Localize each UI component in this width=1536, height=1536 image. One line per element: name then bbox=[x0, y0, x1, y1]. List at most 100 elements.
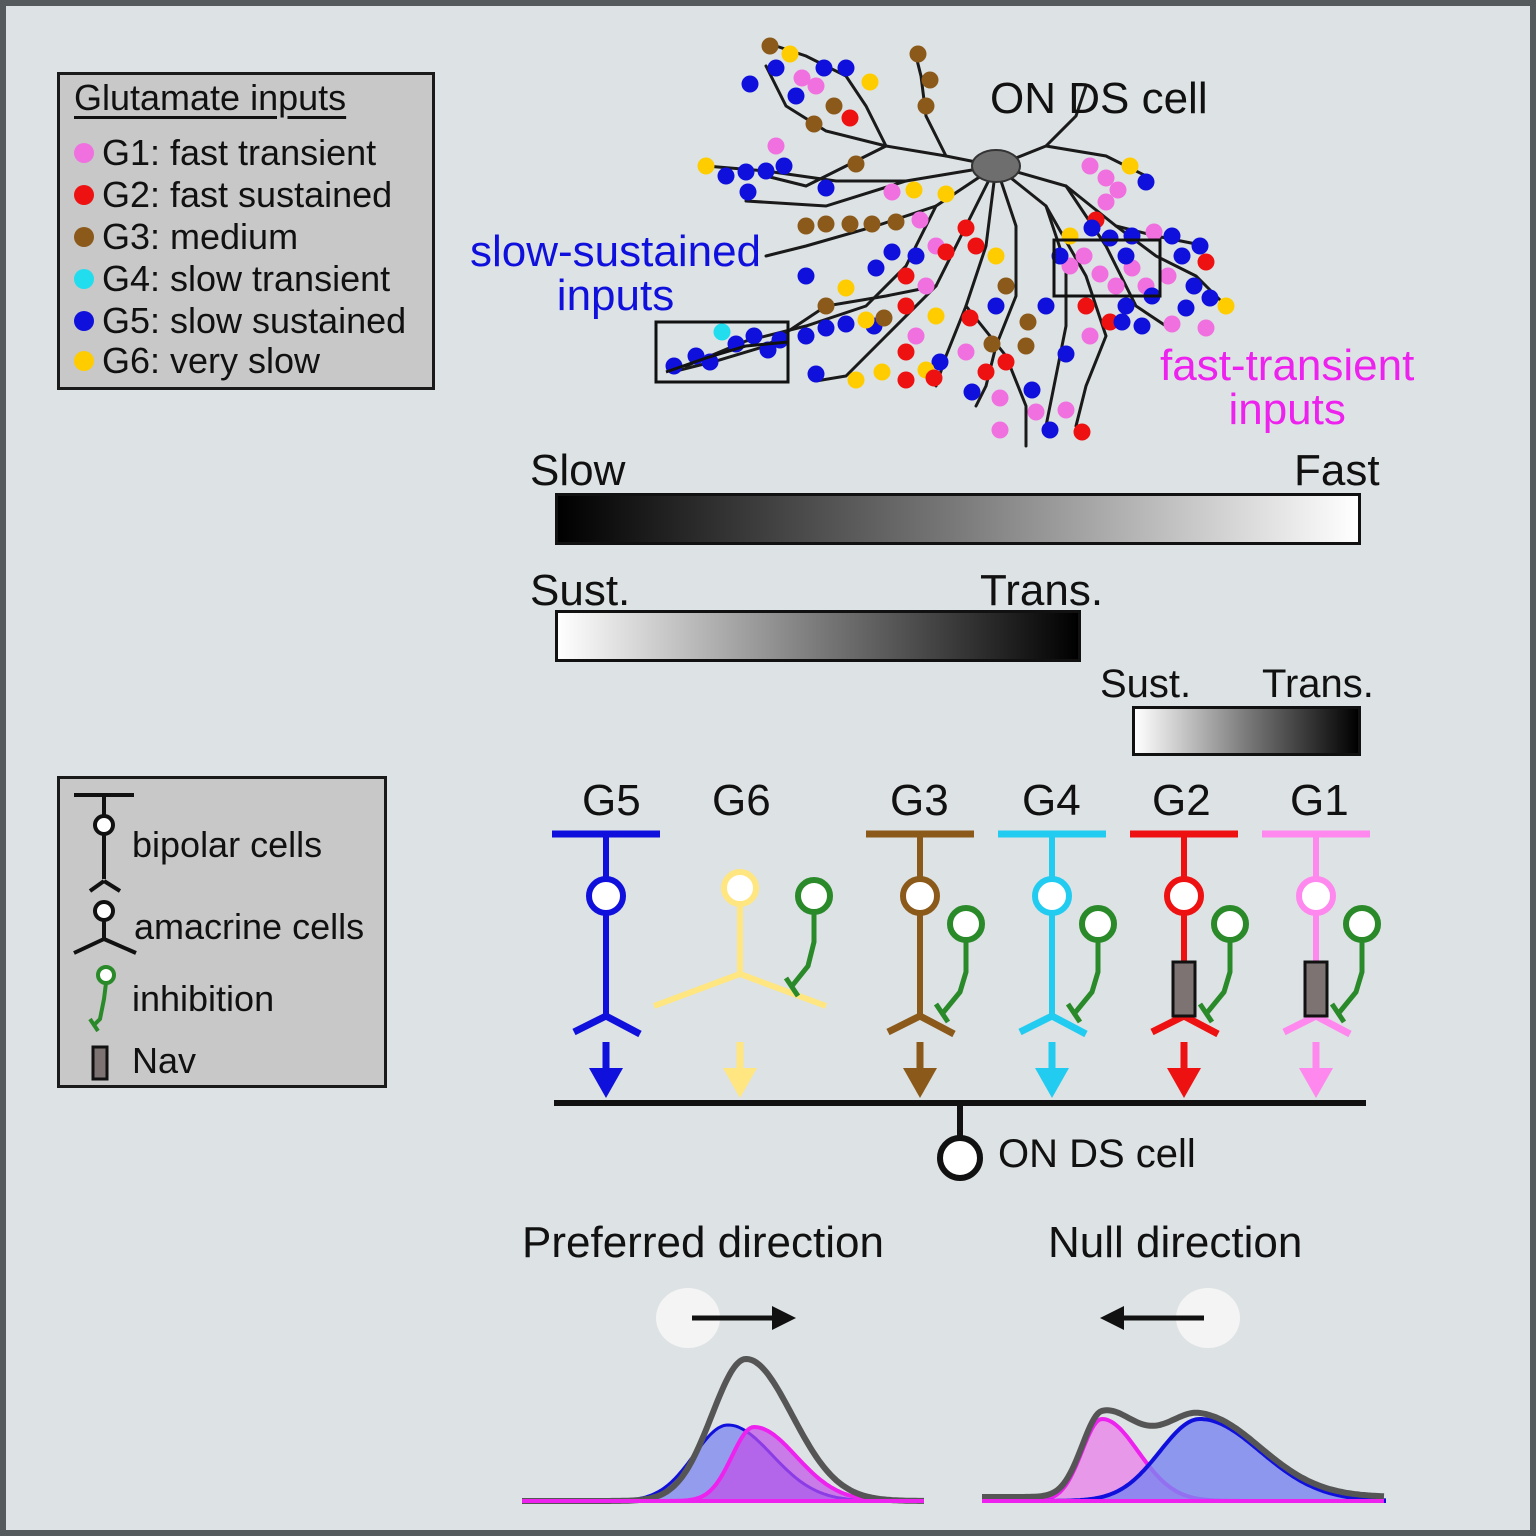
dendrite-branch bbox=[1064, 184, 1168, 328]
synapse-dot bbox=[1107, 277, 1125, 295]
bipolar-terminal bbox=[572, 1012, 642, 1038]
synapse-dot bbox=[1057, 401, 1075, 419]
synapse-dot bbox=[787, 87, 805, 105]
null-summed-response bbox=[982, 1407, 1385, 1500]
inhibition-synapse bbox=[1197, 1002, 1215, 1024]
output-cell-label: ON DS cell bbox=[998, 1132, 1196, 1176]
synapse-dot bbox=[717, 167, 735, 185]
synapse-dot bbox=[867, 259, 885, 277]
inhibition-synapse bbox=[1329, 1002, 1347, 1024]
inhibition-soma bbox=[1079, 905, 1117, 943]
g4-dot-icon bbox=[74, 269, 94, 289]
g2-bipolar-cell bbox=[1130, 830, 1249, 1098]
inhibition-icon bbox=[88, 965, 116, 1033]
inhibition-synapse bbox=[933, 1002, 951, 1024]
synapse-dot bbox=[961, 309, 979, 327]
inhibition-soma bbox=[1343, 905, 1381, 943]
synapse-dot bbox=[841, 109, 859, 127]
synapse-dot bbox=[1145, 223, 1163, 241]
synapse-dot bbox=[1037, 297, 1055, 315]
synapse-dot bbox=[997, 353, 1015, 371]
synapse-dot bbox=[1019, 313, 1037, 331]
stimulus-spot-null bbox=[1176, 1288, 1240, 1348]
dendrite-branch bbox=[744, 179, 908, 208]
dendrite-branch bbox=[665, 340, 789, 374]
legend-label-g1: G1: fast transient bbox=[102, 132, 377, 173]
dendrite-branch bbox=[994, 84, 1088, 168]
fast-input-box bbox=[1052, 238, 1162, 298]
synapse-dot bbox=[905, 181, 923, 199]
dendrite-branch bbox=[914, 54, 948, 158]
inhibition-axon bbox=[1072, 940, 1101, 1016]
null-arrowhead bbox=[1100, 1306, 1124, 1330]
synapse-dot bbox=[983, 335, 1001, 353]
output-arrowhead bbox=[903, 1068, 937, 1098]
synapse-dot bbox=[917, 277, 935, 295]
synapse-dot bbox=[767, 59, 785, 77]
amacrine-soma bbox=[721, 869, 759, 907]
synapse-dot bbox=[1163, 315, 1181, 333]
synapse-dot bbox=[1191, 237, 1209, 255]
synapse-dot bbox=[1073, 423, 1091, 441]
synapse-dot bbox=[1101, 313, 1119, 331]
g3-dot-icon bbox=[74, 227, 94, 247]
synapse-dot bbox=[907, 327, 925, 345]
synapse-dot bbox=[1091, 265, 1109, 283]
circuit-label-g3: G3 bbox=[890, 776, 949, 825]
synapse-dot bbox=[737, 163, 755, 181]
legend-label-nav: Nav bbox=[132, 1040, 197, 1081]
synapse-dot bbox=[1113, 313, 1131, 331]
synapse-dot bbox=[883, 183, 901, 201]
inhibition-soma bbox=[1211, 905, 1249, 943]
synapse-dot bbox=[1137, 173, 1155, 191]
synapse-dot bbox=[897, 343, 915, 361]
synapse-dot bbox=[807, 365, 825, 383]
synapse-dot bbox=[957, 219, 975, 237]
synapse-dot bbox=[797, 267, 815, 285]
bipolar-terminal bbox=[1018, 1012, 1088, 1038]
nav-channel-icon bbox=[1303, 960, 1329, 1018]
synapse-dot bbox=[931, 353, 949, 371]
synapse-dot bbox=[977, 363, 995, 381]
output-arrowhead bbox=[1299, 1068, 1333, 1098]
speed-bar-left-label: Slow bbox=[530, 446, 626, 495]
synapse-dot bbox=[1081, 327, 1099, 345]
legend-item-g1: G1: fast transient bbox=[74, 133, 376, 173]
legend-label-g3: G3: medium bbox=[102, 216, 299, 257]
synapse-dot bbox=[1101, 229, 1119, 247]
synapse-dot bbox=[991, 389, 1009, 407]
circuit-label-g5: G5 bbox=[582, 776, 641, 825]
cell-legend-symbols bbox=[73, 793, 137, 1081]
kinetics-bar-right-label: Trans. bbox=[980, 566, 1104, 615]
inhibition-axon bbox=[940, 940, 969, 1016]
synapse-dot bbox=[1163, 227, 1181, 245]
synapse-dot bbox=[797, 217, 815, 235]
synapse-dot bbox=[713, 323, 731, 341]
synapse-dot bbox=[847, 155, 865, 173]
g2-dot-icon bbox=[74, 185, 94, 205]
synapse-dot bbox=[957, 343, 975, 361]
synapse-dot bbox=[1083, 219, 1101, 237]
slow-input-box bbox=[654, 320, 790, 384]
output-arrowhead bbox=[589, 1068, 623, 1098]
synapse-dot bbox=[767, 137, 785, 155]
synapse-dot bbox=[997, 277, 1015, 295]
synapse-dot bbox=[911, 211, 929, 229]
synapse-dot bbox=[817, 319, 835, 337]
synapse-dot bbox=[861, 73, 879, 91]
glutamate-legend: Glutamate inputs G1: fast transient G2: … bbox=[57, 72, 435, 390]
synapse-dot bbox=[697, 157, 715, 175]
dendrite-branch bbox=[764, 64, 998, 168]
synapse-dot bbox=[1061, 227, 1079, 245]
dendrite-branch bbox=[974, 164, 1018, 408]
glutamate-legend-title: Glutamate inputs bbox=[74, 77, 347, 118]
cell-type-legend: bipolar cells amacrine cells inhibition … bbox=[57, 776, 387, 1088]
synapse-dot bbox=[1123, 227, 1141, 245]
synapse-dot bbox=[1097, 193, 1115, 211]
synapse-dot bbox=[817, 215, 835, 233]
synapse-dot bbox=[1023, 381, 1041, 399]
synapse-dot bbox=[897, 297, 915, 315]
legend-item-g3: G3: medium bbox=[74, 217, 298, 257]
bipolar-soma bbox=[586, 876, 626, 916]
dendrite-branch bbox=[764, 144, 888, 188]
